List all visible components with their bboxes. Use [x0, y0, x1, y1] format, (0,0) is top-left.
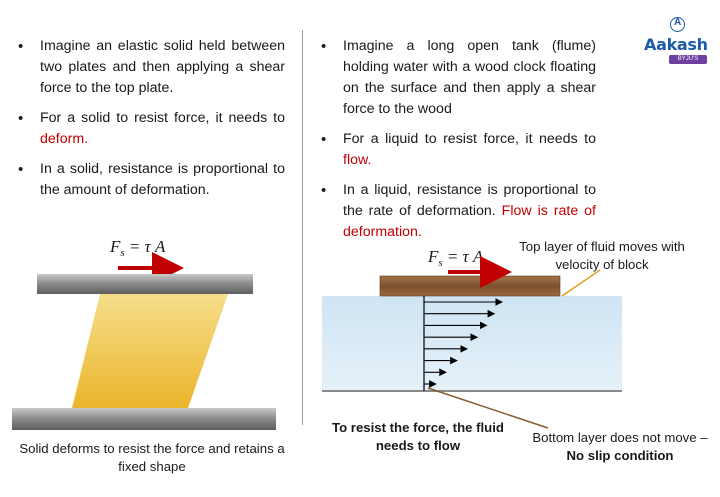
- top-callout-line: [561, 269, 601, 297]
- column-divider: [302, 30, 303, 425]
- left-bullet-1: Imagine an elastic solid held between tw…: [15, 36, 285, 99]
- aakash-logo: A Aakash BYJU'S: [636, 14, 716, 66]
- left-bullet-3: In a solid, resistance is proportional t…: [15, 159, 285, 201]
- flow-highlight: flow.: [343, 152, 372, 168]
- left-formula: Fs = τ A: [109, 237, 166, 259]
- fluid-diagram: Fs = τ A: [322, 247, 622, 429]
- deform-highlight: deform.: [40, 131, 89, 147]
- left-bullet-2: For a solid to resist force, it needs to…: [15, 108, 285, 150]
- logo-sub-badge: BYJU'S: [669, 55, 707, 64]
- right-bullet-3: In a liquid, resistance is proportional …: [318, 180, 596, 243]
- left-bullet-list: Imagine an elastic solid held between tw…: [15, 36, 285, 210]
- logo-mark-icon: A: [670, 17, 685, 32]
- wood-block: [379, 275, 561, 297]
- solid-caption: Solid deforms to resist the force and re…: [19, 441, 285, 474]
- solid-diagram: Fs = τ A: [12, 237, 276, 430]
- right-bullet-2: For a liquid to resist force, it needs t…: [318, 129, 596, 171]
- elastic-solid: [72, 294, 228, 408]
- top-plate: [37, 274, 253, 294]
- right-formula: Fs = τ A: [427, 247, 484, 269]
- no-slip-caption: Bottom layer does not move – No slip con…: [532, 430, 708, 463]
- right-bullet-1: Imagine a long open tank (flume) holding…: [318, 36, 596, 120]
- bottom-callout-line: [427, 387, 549, 429]
- velocity-profile: [424, 298, 504, 388]
- fluid-body: [322, 296, 622, 391]
- bottom-plate: [12, 408, 276, 430]
- fluid-flow-caption: To resist the force, the fluid needs to …: [332, 420, 504, 453]
- rate-highlight: Flow is rate of deformation.: [343, 203, 596, 240]
- right-bullet-list: Imagine a long open tank (flume) holding…: [318, 36, 596, 252]
- logo-name: Aakash: [644, 35, 708, 54]
- top-layer-caption: Top layer of fluid moves with velocity o…: [519, 239, 685, 272]
